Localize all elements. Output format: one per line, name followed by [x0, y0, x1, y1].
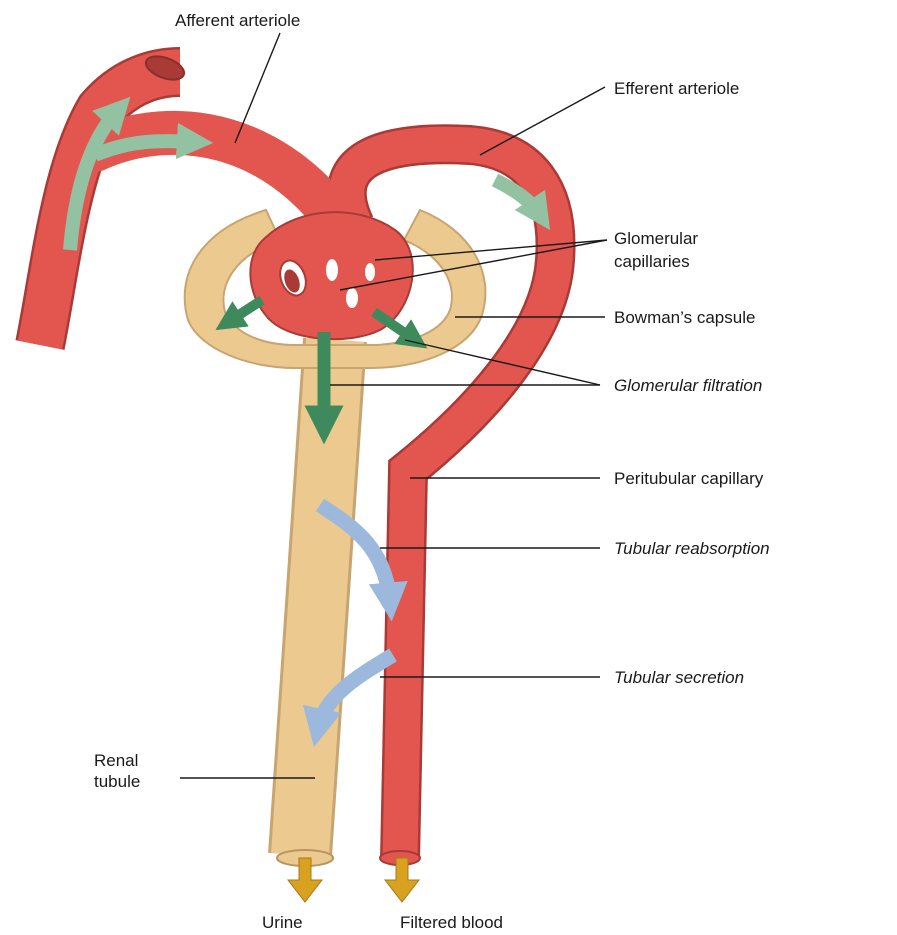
- capillary-gap: [365, 263, 375, 281]
- label-efferent-arteriole: Efferent arteriole: [614, 79, 739, 98]
- capillary-gap: [346, 288, 358, 308]
- label-tubular-reabsorption: Tubular reabsorption: [614, 539, 770, 558]
- label-glomerular-filtration: Glomerular filtration: [614, 376, 762, 395]
- label-bowmans-capsule: Bowman’s capsule: [614, 308, 755, 327]
- label-renal-tubule-line2: tubule: [94, 772, 140, 791]
- label-tubular-secretion: Tubular secretion: [614, 668, 744, 687]
- filtration-arrow: [228, 300, 262, 322]
- label-filtered-blood: Filtered blood: [400, 913, 503, 932]
- label-peritubular-capillary: Peritubular capillary: [614, 469, 764, 488]
- label-urine: Urine: [262, 913, 303, 932]
- label-afferent-arteriole: Afferent arteriole: [175, 11, 300, 30]
- efferent-arteriole-leader: [480, 87, 605, 155]
- capillary-gap: [326, 259, 338, 281]
- label-glomerular-capillaries-line2: capillaries: [614, 252, 690, 271]
- label-glomerular-capillaries-line1: Glomerular: [614, 229, 698, 248]
- label-renal-tubule-line1: Renal: [94, 751, 138, 770]
- afferent-arteriole-leader: [235, 33, 280, 143]
